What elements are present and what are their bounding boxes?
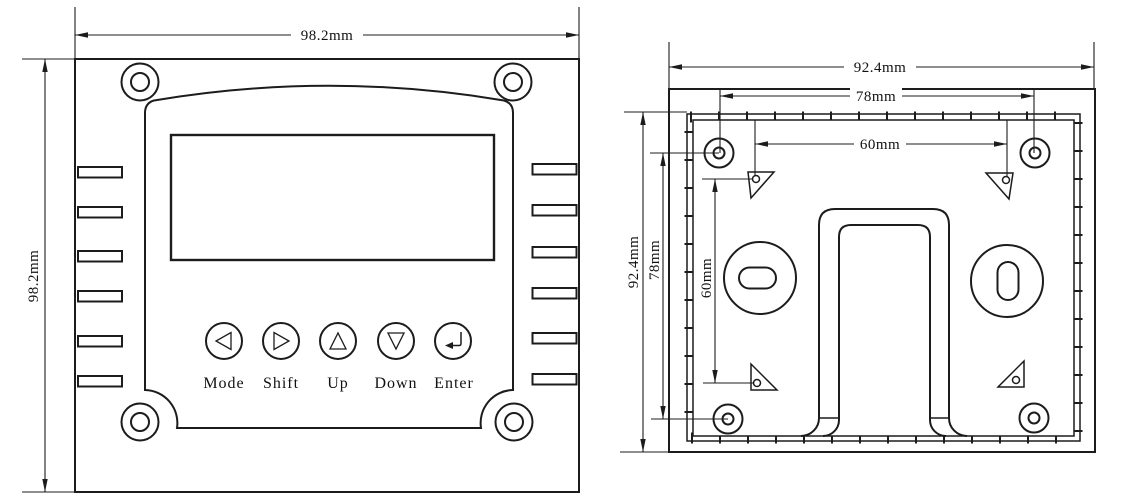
front-height-dimension: 98.2mm <box>22 58 75 493</box>
gasket-border <box>684 111 1083 444</box>
hook-tab-top-right <box>984 172 1014 201</box>
screw-top-left-icon <box>120 62 160 102</box>
lcd-display <box>169 133 496 262</box>
front-corner-screws <box>120 62 534 442</box>
shift-button <box>262 322 300 360</box>
hole-spacing-h-dimension: 78mm <box>719 88 1035 153</box>
up-button <box>319 322 357 360</box>
back-height-dimension: 92.4mm <box>624 111 687 452</box>
front-view-drawing: Mode Shift Up Down Enter 98.2mm 98.2mm <box>22 7 580 493</box>
keypad: Mode Shift Up Down Enter <box>203 322 474 392</box>
mount-hole-top-right <box>1019 137 1051 169</box>
down-button-label: Down <box>374 375 417 392</box>
bracket-channel <box>800 208 968 437</box>
vent-slots-right <box>531 163 578 386</box>
front-enclosure-outline <box>74 58 580 493</box>
front-height-dim-label: 98.2mm <box>26 250 42 303</box>
hole-spacing-h-label: 78mm <box>856 89 896 105</box>
hook-spacing-h-dimension: 60mm <box>754 120 1008 176</box>
screw-bottom-right-icon <box>494 402 534 442</box>
shift-button-label: Shift <box>263 375 299 392</box>
back-height-dim-label: 92.4mm <box>626 236 642 289</box>
hook-tabs <box>747 171 1025 391</box>
right-triangle-icon <box>273 331 291 351</box>
back-width-dim-label: 92.4mm <box>854 60 907 76</box>
mode-button-label: Mode <box>203 375 244 392</box>
front-width-dim-label: 98.2mm <box>301 28 354 44</box>
return-arrow-icon <box>445 332 462 349</box>
hook-tab-bottom-right <box>996 359 1025 388</box>
back-view-drawing: 92.4mm 78mm 60mm 92.4m <box>620 42 1096 453</box>
mode-button <box>205 322 243 360</box>
hole-spacing-v-dimension: 78mm <box>647 152 728 420</box>
front-panel-face <box>144 84 514 429</box>
hook-spacing-v-label: 60mm <box>699 258 715 298</box>
hook-spacing-v-dimension: 60mm <box>699 178 753 384</box>
hook-tab-bottom-left <box>750 362 779 391</box>
down-triangle-icon <box>386 332 406 351</box>
down-button <box>377 322 415 360</box>
hook-tab-top-left <box>747 171 776 200</box>
keyhole-knockout-right <box>970 244 1044 318</box>
vent-slots-left <box>77 166 123 388</box>
back-width-dimension: 92.4mm <box>668 42 1095 89</box>
keyhole-knockout-left <box>723 241 797 315</box>
hole-spacing-v-label: 78mm <box>647 240 663 280</box>
enter-button-label: Enter <box>434 375 474 392</box>
left-triangle-icon <box>214 331 232 351</box>
screw-bottom-left-icon <box>120 402 160 442</box>
up-triangle-icon <box>328 331 348 350</box>
screw-top-right-icon <box>493 62 533 102</box>
mount-hole-bottom-right <box>1018 402 1050 434</box>
up-button-label: Up <box>327 375 349 392</box>
hook-spacing-h-label: 60mm <box>860 137 900 153</box>
enter-button <box>434 322 472 360</box>
front-width-dimension: 98.2mm <box>74 7 580 59</box>
